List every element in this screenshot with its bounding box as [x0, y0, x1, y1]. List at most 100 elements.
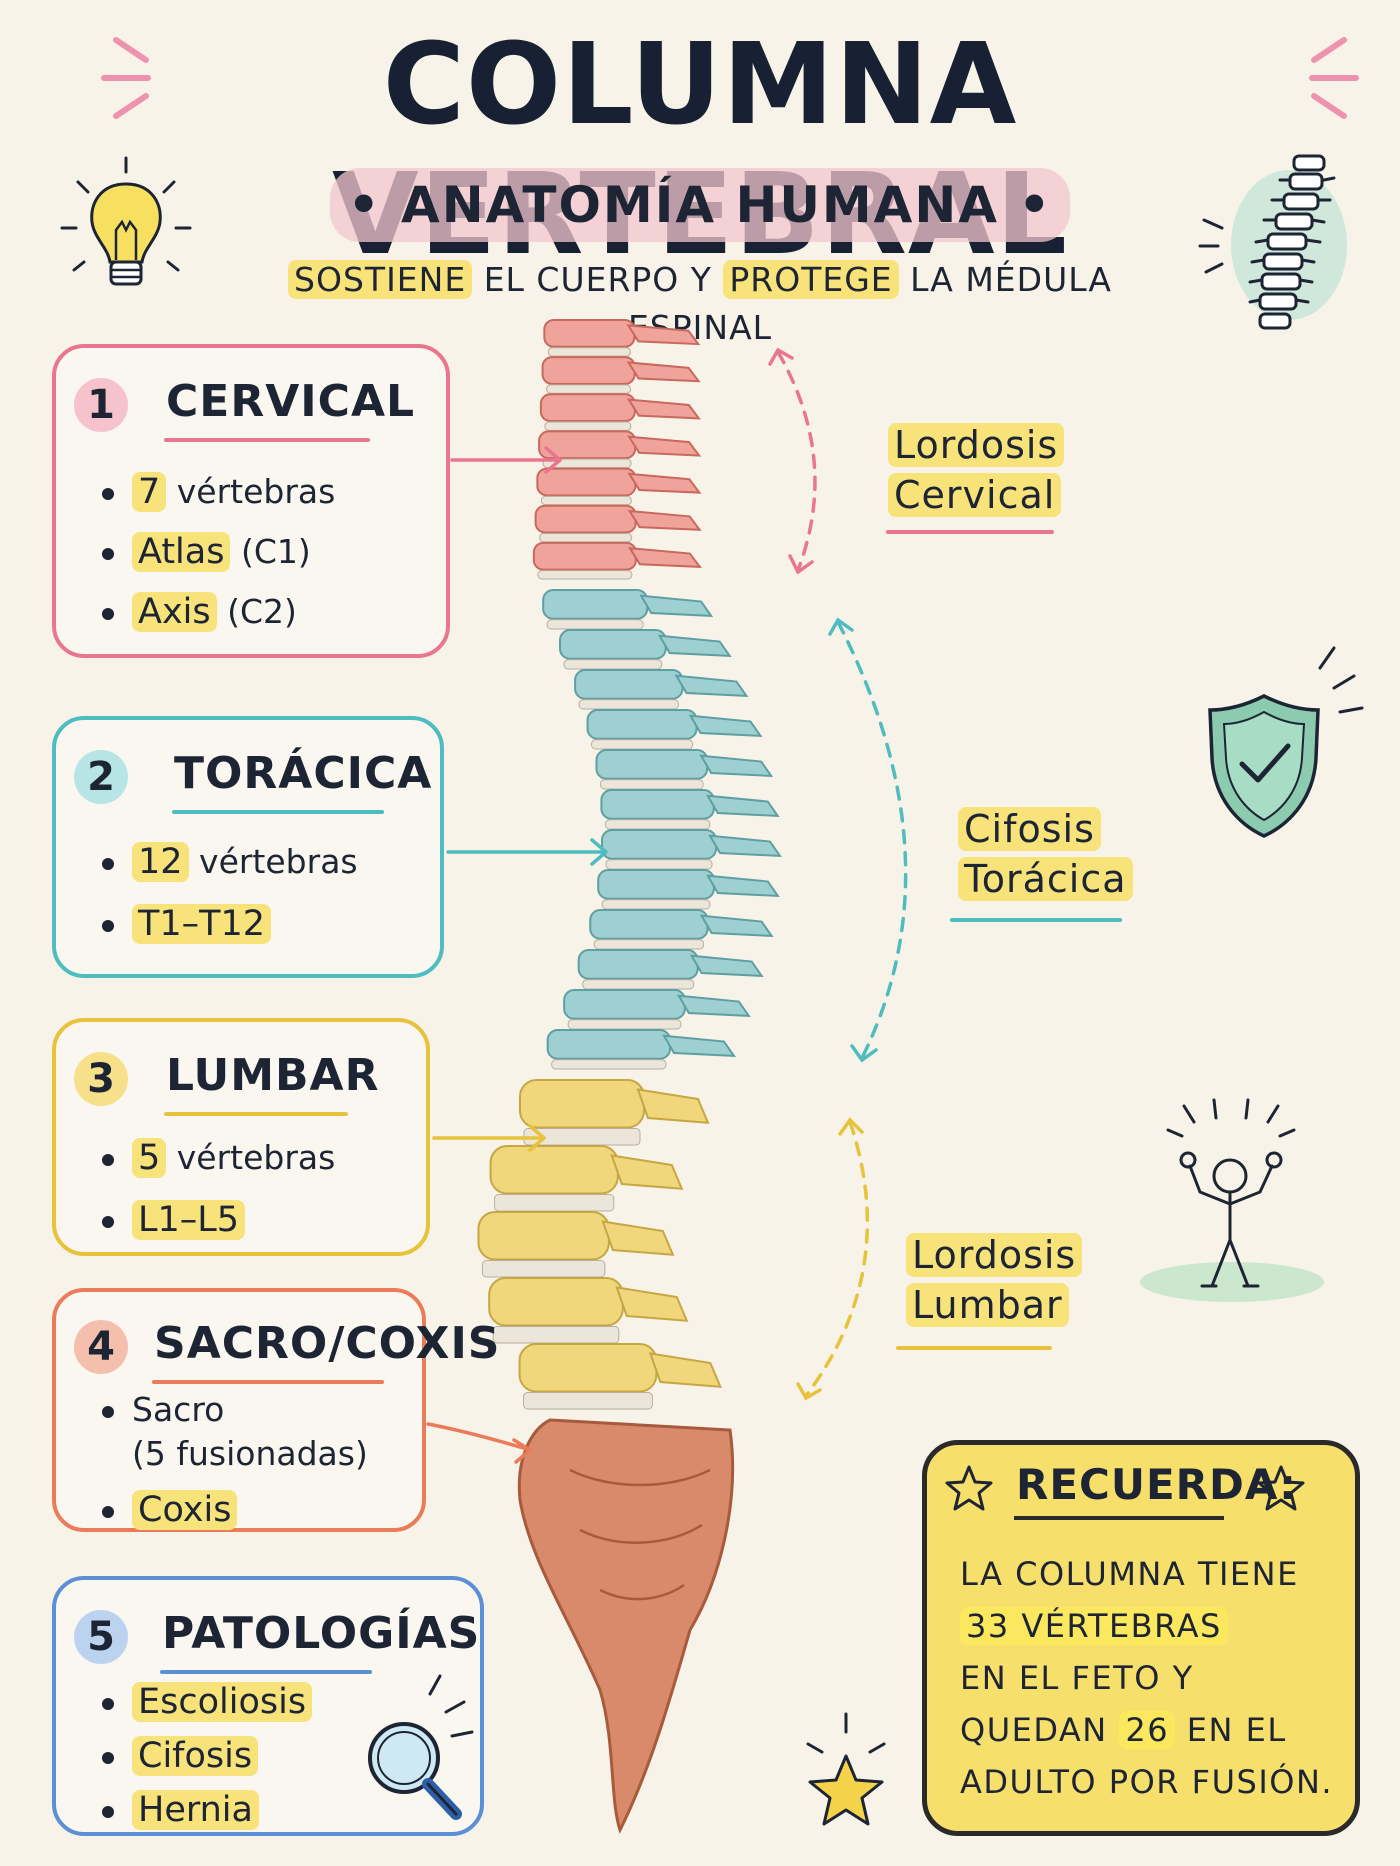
section-number: 4 [74, 1320, 128, 1374]
thoracic-spinous-process [657, 634, 732, 658]
item-text: (C1) [230, 532, 311, 571]
lumbar-spinous-process [615, 1286, 689, 1322]
thoracic-spinous-process [688, 714, 763, 738]
thoracic-spinous-process [639, 594, 714, 618]
section-title-underline [164, 438, 370, 442]
item-text: vértebras [188, 842, 358, 881]
section-title: LUMBAR [166, 1050, 380, 1101]
bullet-icon [102, 607, 114, 620]
curve-toracica-line2: Torácica [958, 857, 1133, 901]
spine-illustration [477, 319, 782, 1834]
tagline-text-1: EL CUERPO Y [472, 260, 724, 299]
intervertebral-disc [537, 570, 633, 580]
section-list-item: 12 vértebras [102, 840, 358, 884]
curve-label-cervical: Lordosis Cervical [888, 420, 1065, 520]
recuerda-line-1: LA COLUMNA TIENE [960, 1555, 1299, 1593]
bullet-icon [102, 1697, 114, 1710]
item-highlight: T1–T12 [132, 904, 272, 944]
item-highlight: 5 [132, 1138, 167, 1178]
thoracic-spinous-process [676, 994, 751, 1018]
curve-label-toracica-underline [950, 918, 1122, 922]
section-number: 3 [74, 1052, 128, 1106]
bullet-icon [102, 1405, 114, 1418]
cervical-spinous-process [626, 361, 701, 383]
subtitle-highlight [330, 168, 1070, 242]
sacrum-ridges [569, 1468, 711, 1601]
item-text: vértebras [166, 1138, 336, 1177]
curve-label-cervical-underline [886, 530, 1054, 534]
intervertebral-disc [546, 384, 632, 394]
section-list-item: Cifosis [102, 1734, 259, 1778]
item-text: (C2) [216, 592, 297, 631]
stick-figure-icon [1140, 1098, 1324, 1302]
item-highlight: Cifosis [132, 1736, 259, 1776]
curve-arrow-lumbar [804, 1120, 870, 1398]
section-list-item: Axis (C2) [102, 590, 297, 634]
section-list-item: T1–T12 [102, 902, 272, 946]
bullet-icon [102, 1505, 114, 1518]
section-number: 1 [74, 378, 128, 432]
title-accent-left-icon [101, 37, 151, 119]
spine-icon [1198, 154, 1347, 330]
section-list-item-continued: (5 fusionadas) [132, 1434, 368, 1473]
item-highlight: Axis [132, 592, 217, 632]
curve-toracica-line1: Cifosis [958, 807, 1101, 851]
item-highlight: Hernia [132, 1790, 259, 1830]
bullet-icon [102, 919, 114, 932]
cervical-spinous-process [627, 472, 702, 494]
recuerda-title: RECUERDA: [1016, 1460, 1297, 1509]
thoracic-spinous-process [705, 794, 780, 818]
section-list-item: 5 vértebras [102, 1136, 335, 1180]
curve-arrow-cervical [776, 350, 817, 572]
lumbar-spinous-process [601, 1220, 675, 1256]
bullet-icon [102, 487, 114, 500]
curve-arrow-toracica [836, 620, 908, 1060]
tagline-highlight-protege: PROTEGE [723, 260, 899, 299]
cervical-spinous-process [626, 398, 701, 420]
curve-cervical-line2: Cervical [888, 473, 1062, 517]
section-title: CERVICAL [166, 376, 416, 427]
bullet-icon [102, 1805, 114, 1818]
section-title: PATOLOGÍAS [162, 1608, 481, 1659]
page-subtitle: • ANATOMÍA HUMANA • [347, 176, 1053, 234]
section-list-item: 7 vértebras [102, 470, 335, 514]
cervical-spinous-process [627, 435, 702, 457]
intervertebral-disc [523, 1392, 653, 1410]
curve-label-lumbar: Lordosis Lumbar [906, 1230, 1083, 1330]
section-number: 2 [74, 750, 128, 804]
thoracic-spinous-process [708, 834, 782, 858]
cervical-spinous-process [627, 547, 702, 569]
curve-label-toracica: Cifosis Torácica [958, 804, 1133, 904]
intervertebral-disc [551, 1059, 667, 1070]
item-highlight: 12 [132, 842, 189, 882]
thoracic-spinous-process [699, 754, 774, 778]
section-list-item: Hernia [102, 1788, 259, 1832]
item-highlight: 7 [132, 472, 167, 512]
section-list-item: L1–L5 [102, 1198, 246, 1242]
curve-lumbar-line2: Lumbar [906, 1283, 1069, 1327]
bullet-icon [102, 1153, 114, 1166]
item-highlight: Coxis [132, 1490, 238, 1530]
intervertebral-disc [544, 421, 632, 431]
sacrum-coccyx [517, 1418, 735, 1834]
item-highlight: Atlas [132, 532, 231, 572]
intervertebral-disc [539, 532, 633, 543]
section-title: SACRO/COXIS [154, 1318, 501, 1369]
cervical-spinous-process [627, 509, 702, 531]
tagline-highlight-sostiene: SOSTIENE [288, 260, 473, 299]
star-icon [806, 1712, 886, 1826]
magnifier-icon [368, 1674, 474, 1820]
section-list-item: Escoliosis [102, 1680, 313, 1724]
section-title: TORÁCICA [174, 748, 433, 799]
recuerda-title-underline [1014, 1516, 1224, 1520]
arrow-cervical [450, 446, 562, 474]
arrow-sacro [426, 1422, 532, 1464]
section-list-item: Atlas (C1) [102, 530, 311, 574]
intervertebral-disc [547, 347, 631, 357]
arrow-lumbar [432, 1124, 546, 1152]
